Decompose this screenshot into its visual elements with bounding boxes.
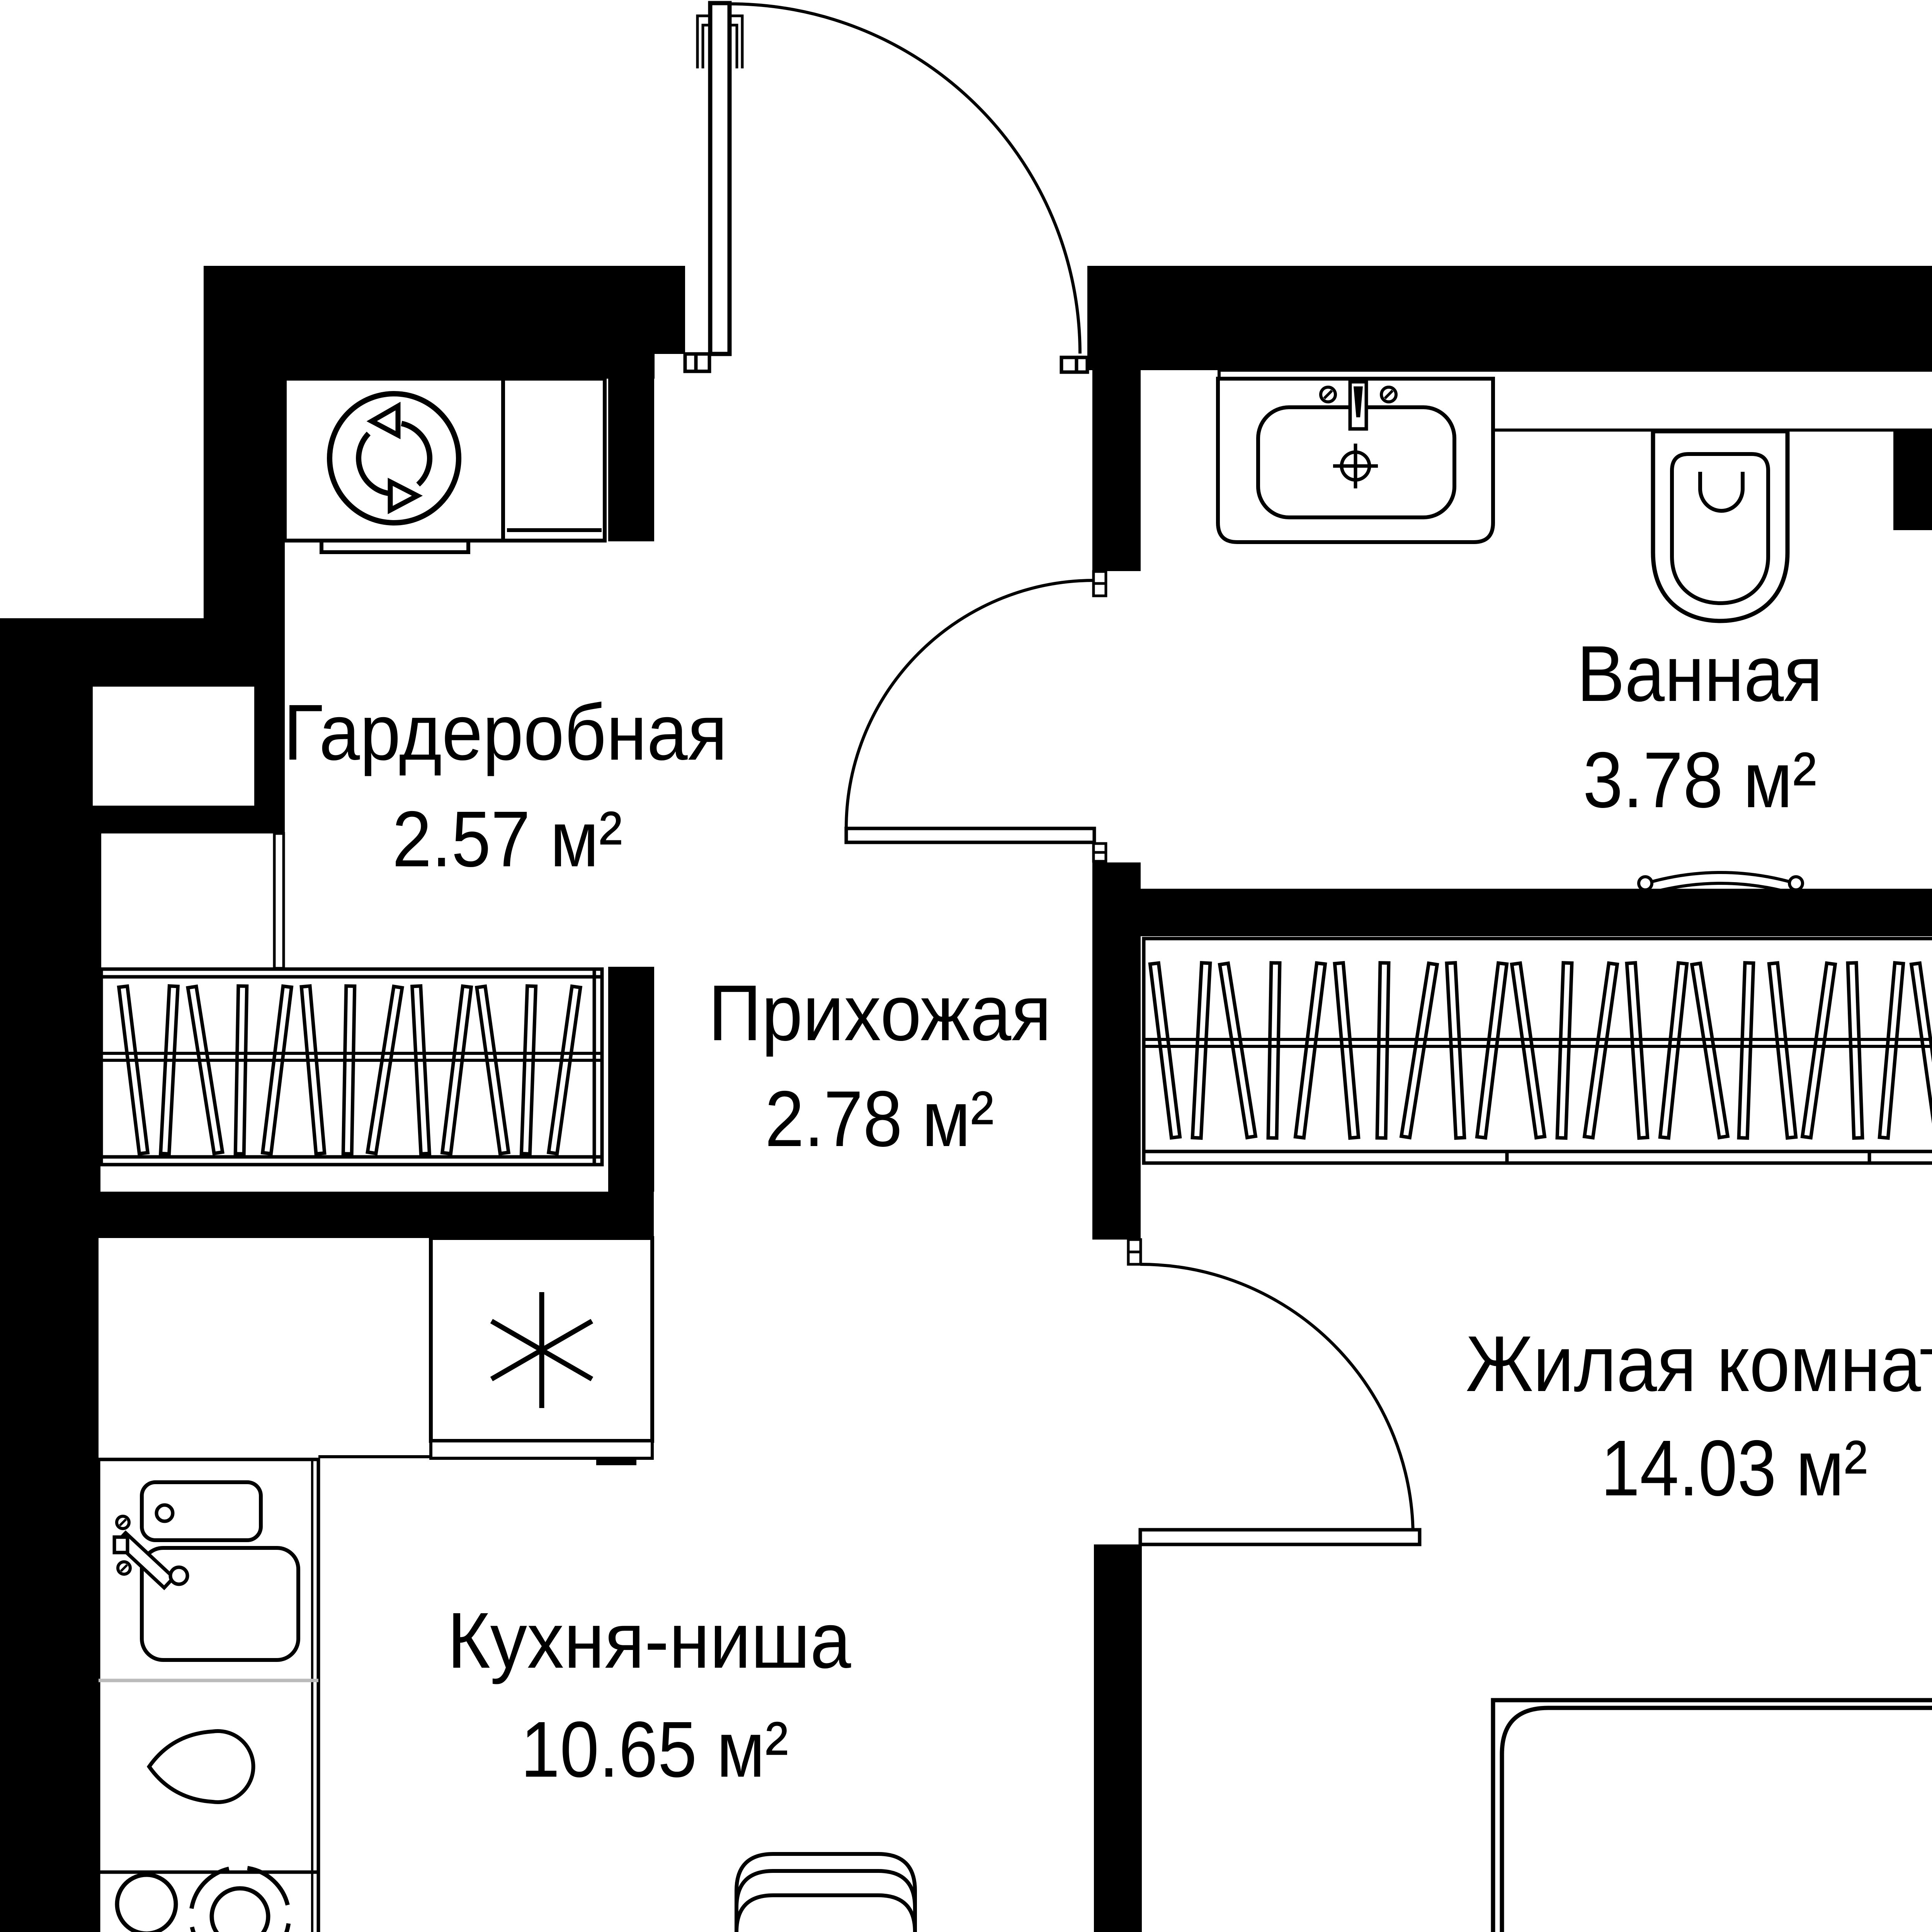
svg-text:10.65 м²: 10.65 м² — [521, 1705, 789, 1794]
svg-text:Прихожая: Прихожая — [708, 969, 1051, 1057]
svg-text:Гардеробная: Гардеробная — [284, 688, 728, 777]
svg-text:Ванная: Ванная — [1577, 629, 1823, 718]
svg-text:2.78 м²: 2.78 м² — [765, 1075, 994, 1163]
svg-text:3.78 м²: 3.78 м² — [1583, 736, 1817, 824]
svg-text:Жилая комната: Жилая комната — [1466, 1320, 1932, 1408]
svg-text:14.03 м²: 14.03 м² — [1601, 1424, 1867, 1512]
svg-text:Кухня-ниша: Кухня-ниша — [447, 1596, 852, 1685]
svg-text:2.57 м²: 2.57 м² — [392, 795, 622, 883]
